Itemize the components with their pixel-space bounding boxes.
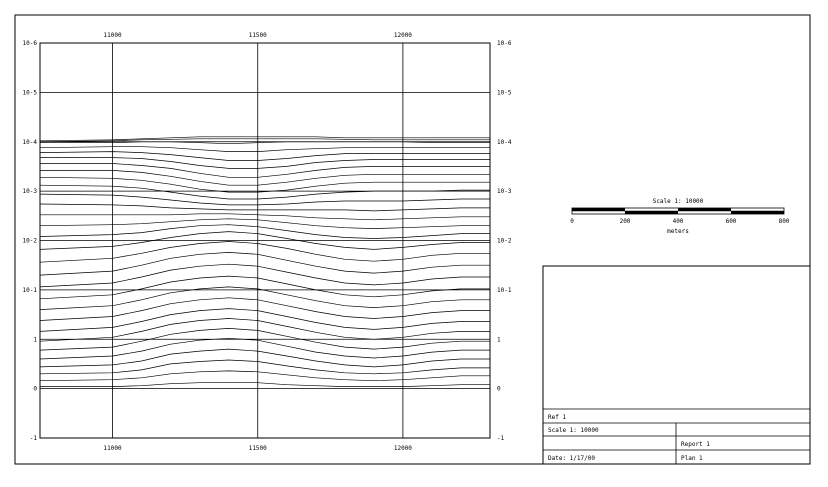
- title-block-frame: [542, 265, 811, 465]
- sheet-border: [14, 14, 811, 465]
- y-tick-label-right: 10-4: [497, 139, 512, 146]
- y-tick-label-left: 10-1: [23, 287, 38, 294]
- y-tick-label-right: -1: [497, 435, 505, 442]
- series-line-23: [40, 170, 490, 186]
- series-line-25: [40, 157, 490, 169]
- y-tick-label-right: 0: [497, 386, 501, 393]
- y-tick-label-right: 10-2: [497, 238, 512, 245]
- y-tick-label-left: 10-5: [23, 89, 38, 96]
- y-tick-label-right: 1: [497, 336, 501, 343]
- y-tick-label-left: 1: [33, 336, 37, 343]
- series-layer: [39, 136, 490, 387]
- series-line-8: [39, 308, 490, 332]
- scale-bar: Scale 1: 10000 0 200 400 600 800 meters: [570, 198, 790, 235]
- series-line-1: [40, 382, 490, 387]
- scale-bar-segment-2: [625, 211, 678, 214]
- x-tick-label-top: 11500: [249, 32, 267, 39]
- y-tick-label-left: 10-4: [23, 139, 38, 146]
- series-line-27: [39, 146, 490, 152]
- scale-bar-unit: meters: [667, 228, 689, 235]
- series-line-9: [39, 297, 490, 321]
- x-tick-label-bottom: 11500: [249, 445, 267, 452]
- y-tick-label-left: 10-3: [23, 188, 38, 195]
- series-line-24: [40, 163, 490, 178]
- series-line-22: [39, 176, 490, 193]
- series-line-11: [39, 275, 490, 300]
- series-line-30: [39, 136, 490, 142]
- series-line-5: [39, 337, 490, 360]
- series-line-19: [39, 203, 490, 212]
- series-line-20: [39, 193, 490, 206]
- plot-grid: [40, 43, 490, 438]
- series-line-28: [40, 141, 490, 145]
- axis-labels: 10-6 10-6 10-5 10-5 10-4 10-4 10-3 10-3 10-2 10-2…: [23, 32, 512, 452]
- scale-bar-tick-400: 400: [673, 218, 684, 225]
- scale-bar-segment-3: [678, 208, 731, 211]
- y-tick-label-left: 0: [33, 386, 37, 393]
- series-line-4: [39, 348, 490, 368]
- y-tick-label-left: 10-2: [23, 238, 38, 245]
- title-block-report: Report 1: [681, 441, 710, 448]
- profile-chart: 10-6 10-6 10-5 10-5 10-4 10-4 10-3 10-3 10-2 10-2…: [23, 32, 512, 452]
- y-tick-label-right: 10-5: [497, 89, 512, 96]
- y-tick-label-left: 10-6: [23, 40, 38, 47]
- scale-bar-tick-600: 600: [726, 218, 737, 225]
- series-line-15: [39, 231, 490, 250]
- scale-bar-tick-800: 800: [779, 218, 790, 225]
- series-line-26: [39, 151, 490, 161]
- series-line-2: [39, 370, 490, 382]
- x-tick-label-bottom: 12000: [394, 445, 412, 452]
- series-line-7: [39, 318, 490, 342]
- series-line-10: [39, 286, 490, 310]
- scale-bar-tick-0: 0: [570, 218, 574, 225]
- series-line-29: [39, 138, 490, 143]
- series-line-6: [39, 328, 490, 351]
- title-block: Ref 1 Scale 1: 10000 Report 1 Date: 1/17…: [542, 265, 811, 465]
- y-tick-label-right: 10-1: [497, 287, 512, 294]
- x-tick-label-top: 12000: [394, 32, 412, 39]
- y-tick-label-left: -1: [30, 435, 38, 442]
- scale-bar-tick-200: 200: [620, 218, 631, 225]
- y-tick-label-right: 10-3: [497, 188, 512, 195]
- scale-bar-segment-1: [572, 208, 625, 211]
- title-block-date: Date: 1/17/00: [548, 455, 595, 462]
- series-line-14: [39, 241, 490, 263]
- series-line-3: [39, 359, 490, 375]
- series-line-13: [39, 252, 490, 276]
- title-block-plan: Plan 1: [681, 455, 703, 462]
- series-line-18: [40, 213, 490, 221]
- series-line-21: [39, 184, 490, 200]
- title-block-ref: Ref 1: [548, 414, 566, 421]
- title-block-scale: Scale 1: 10000: [548, 427, 599, 434]
- y-tick-label-right: 10-6: [497, 40, 512, 47]
- scale-bar-title: Scale 1: 10000: [653, 198, 704, 205]
- series-line-16: [39, 224, 490, 239]
- series-line-12: [39, 263, 490, 288]
- x-tick-label-bottom: 11000: [104, 445, 122, 452]
- x-tick-label-top: 11000: [104, 32, 122, 39]
- scale-bar-segment-4: [731, 211, 784, 214]
- series-line-17: [39, 218, 490, 229]
